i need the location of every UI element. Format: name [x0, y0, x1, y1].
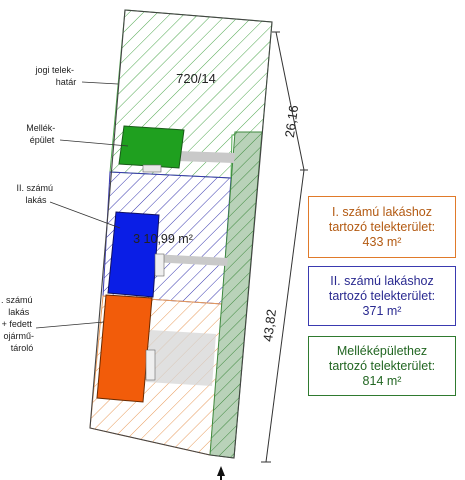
lot-number: 720/14: [176, 71, 216, 86]
legend-line: 814 m²: [362, 373, 402, 388]
legend-line: tartozó telekterület:: [328, 288, 436, 303]
dwelling-1-label: . számú lakás + fedett ojármű- tároló: [1, 295, 37, 353]
building-area-label: 3 10,99 m²: [133, 232, 193, 246]
legend-line: 433 m²: [362, 234, 402, 249]
outbuilding-label: Mellék- épület: [26, 123, 58, 145]
pavement-green: [177, 151, 235, 163]
legend-line: tartozó telekterület:: [328, 358, 436, 373]
legal-boundary-label: jogi telek- határ: [34, 65, 76, 87]
legal-boundary-leader: [81, 81, 119, 85]
dimension-line-side: [265, 169, 305, 463]
legend-line: Melléképülethez: [336, 343, 428, 358]
plot-boundary: [89, 9, 273, 459]
outbuilding-leader: [59, 139, 129, 147]
outbuilding-steps: [142, 164, 162, 173]
dwelling-2-label: II. számú lakás: [16, 183, 55, 205]
legend-outbuilding-area: Melléképülethez tartozó telekterület: 81…: [308, 336, 456, 396]
dimension-line-top: [275, 31, 305, 171]
legend-line: II. számú lakáshoz: [330, 273, 434, 288]
dwelling-2: [107, 211, 160, 298]
legend-dwelling-2-area: II. számú lakáshoz tartozó telekterület:…: [308, 266, 456, 326]
dwelling-2-leader: [49, 201, 121, 229]
dwelling-1: [96, 294, 153, 403]
pavement-blue: [151, 254, 228, 266]
pavement-orange: [146, 330, 216, 386]
dimension-top-label: 26,16: [282, 104, 301, 138]
dwelling-1-leader: [35, 321, 105, 329]
dwelling-1-steps: [145, 349, 156, 381]
outbuilding: [118, 125, 185, 169]
legend-line: 371 m²: [362, 303, 402, 318]
dimension-side-label: 43,82: [260, 308, 279, 342]
dwelling-2-steps: [154, 253, 165, 277]
legend-line: tartozó telekterület:: [328, 219, 436, 234]
legend-dwelling-1-area: I. számú lakáshoz tartozó telekterület: …: [308, 196, 456, 258]
access-strip-hatch: [210, 132, 262, 458]
entrance-arrow-icon: [217, 466, 225, 476]
legend-line: I. számú lakáshoz: [331, 204, 433, 219]
